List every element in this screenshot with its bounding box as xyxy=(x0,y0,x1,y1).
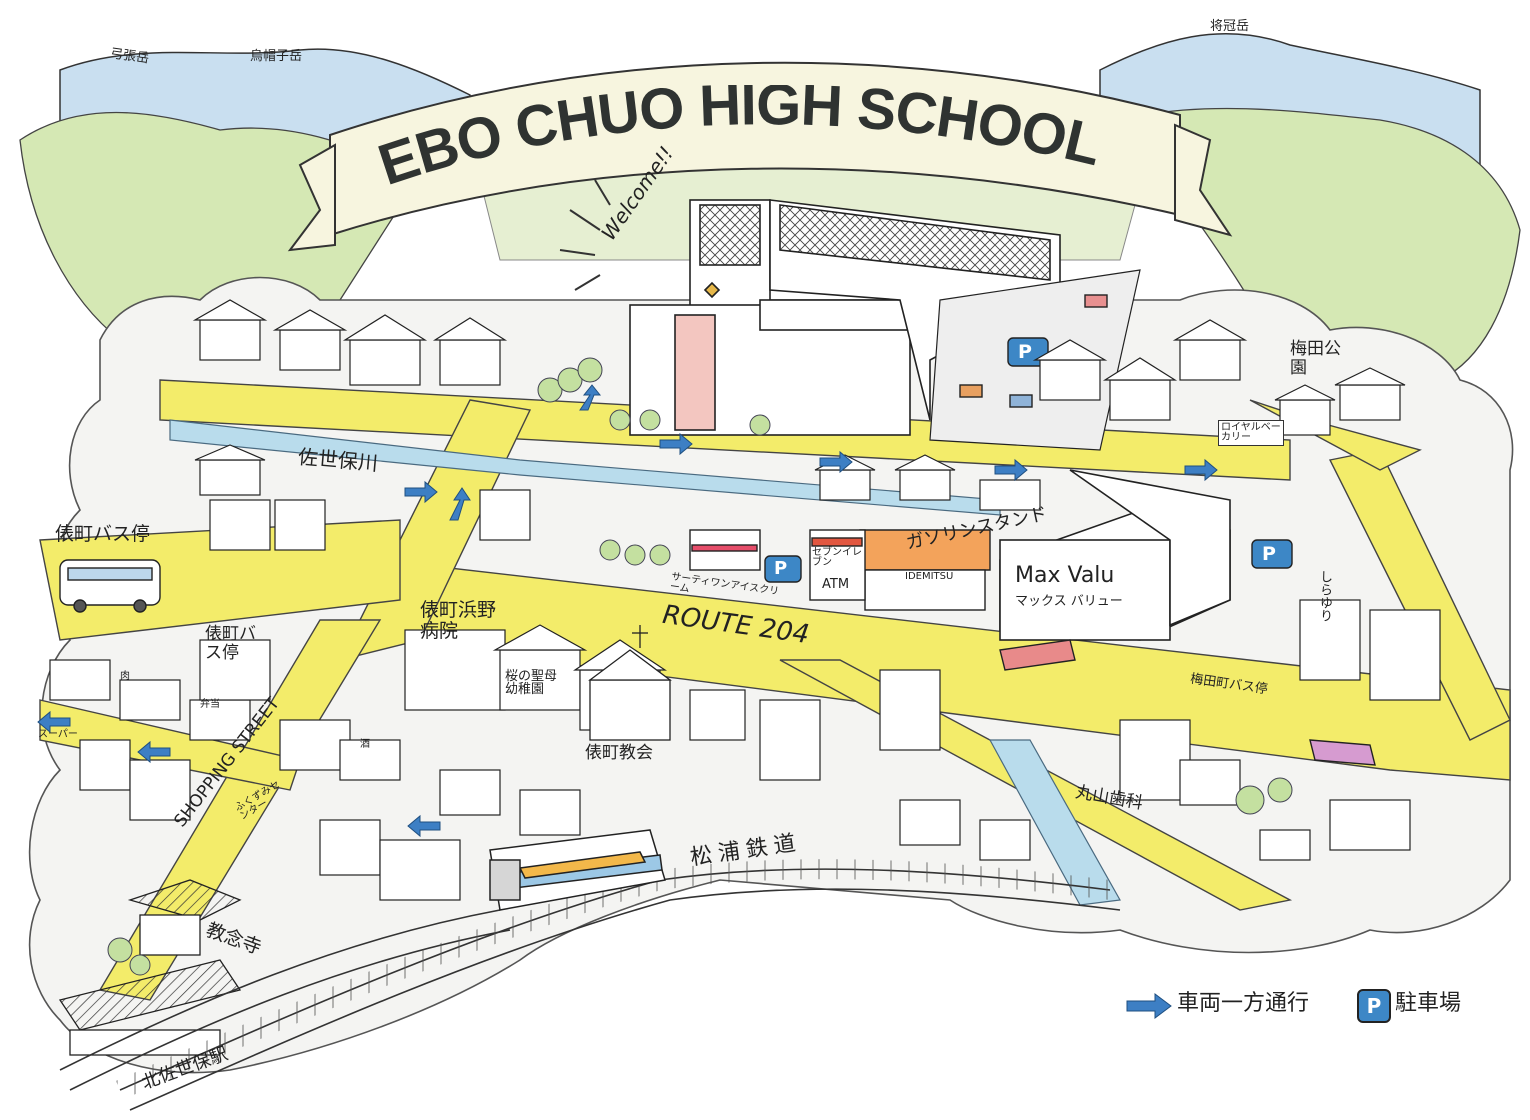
mountain-label-shokandake: 将冠岳 xyxy=(1210,19,1250,34)
church-building xyxy=(588,625,672,741)
title-wrap: SASEBO CHUO HIGH SCHOOL MAP xyxy=(360,85,1150,215)
oneway-arrow-icon xyxy=(1126,993,1172,1019)
parking-icon: P xyxy=(1357,989,1391,1023)
temple-building xyxy=(127,879,242,956)
label-shirayuri: しらゆり xyxy=(1317,570,1332,622)
mountain-label-eboshidake: 烏帽子岳 xyxy=(250,49,303,64)
label-maxvalu-kana: マックス バリュー xyxy=(1015,594,1123,609)
houses xyxy=(49,299,1441,901)
parking-sign-2 xyxy=(764,555,802,583)
oneway-arrows xyxy=(37,384,1218,838)
legend-oneway-label: 車両一方通行 xyxy=(1177,991,1310,1016)
label-hospital: 俵町浜野病院 xyxy=(420,599,497,642)
river-creek xyxy=(988,739,1121,906)
tree-hills-right xyxy=(1118,107,1521,381)
parking-letter-3: P xyxy=(1262,543,1276,565)
label-church: 俵町教会 xyxy=(585,743,653,763)
legend-parking-label: 駐車場 xyxy=(1395,991,1462,1016)
label-sake: 酒 xyxy=(360,739,370,750)
river-sasebo xyxy=(169,419,1001,516)
label-idemitsu: IDEMITSU xyxy=(905,571,954,582)
label-supermarket: スーパー xyxy=(38,729,78,740)
maxvalu-building xyxy=(999,469,1231,641)
gas-station xyxy=(859,529,991,611)
label-meat: 肉 xyxy=(120,671,130,682)
map-title: SASEBO CHUO HIGH SCHOOL MAP xyxy=(360,85,1121,198)
label-tawaramachi-bus: 俵町バス停 xyxy=(55,523,151,545)
label-umeda-park: 梅田公園 xyxy=(1290,339,1341,378)
title-banner xyxy=(287,61,1233,252)
title-svg: SASEBO CHUO HIGH SCHOOL MAP xyxy=(360,85,1122,198)
thirty-one-building xyxy=(689,529,761,571)
parking-letter-2: P xyxy=(774,558,788,579)
school-building xyxy=(629,199,1061,436)
label-maxvalu: Max Valu xyxy=(1015,563,1115,588)
label-sasebo-river: 佐世保川 xyxy=(297,444,379,476)
parking-letter-1: P xyxy=(1018,341,1032,363)
label-tawaramachi-bus-2: 俵町バス停 xyxy=(205,624,256,663)
welcome-burst xyxy=(559,179,611,291)
legend: 車両一方通行 P 駐車場 xyxy=(1125,985,1500,1025)
seven-eleven-building xyxy=(809,529,866,601)
vehicles xyxy=(59,294,1376,766)
trees xyxy=(107,357,1293,976)
label-atm: ATM xyxy=(822,577,850,592)
label-bento: 弁当 xyxy=(200,699,220,710)
parking-sign-3 xyxy=(1251,539,1293,569)
train xyxy=(489,829,666,911)
label-seven-eleven: セブンイレブン xyxy=(812,547,862,568)
label-royal-bakery: ロイヤルベーカリー xyxy=(1218,420,1284,446)
label-kindergarten: 桜の聖母幼稚園 xyxy=(505,669,558,697)
